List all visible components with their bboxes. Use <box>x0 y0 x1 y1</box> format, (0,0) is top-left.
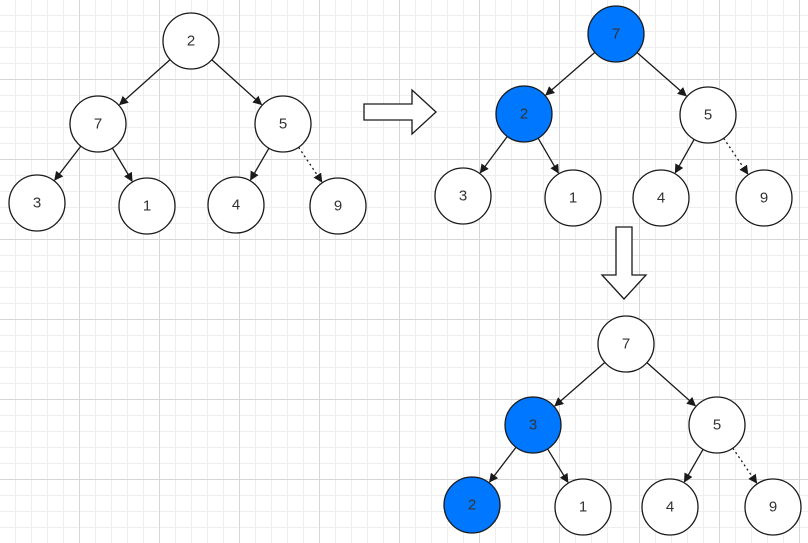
transition-arrows <box>363 88 648 300</box>
node-circle <box>587 5 645 63</box>
transition-arrow-down-icon <box>600 226 648 300</box>
edge-left-to-left-left <box>479 136 508 174</box>
node-circle <box>688 396 746 454</box>
node-value: 5 <box>279 116 287 133</box>
node-circle <box>544 169 602 227</box>
node-value: 7 <box>94 116 102 133</box>
node-circle <box>162 12 220 70</box>
node-circle <box>679 86 737 144</box>
tree-node-right: 5 <box>254 95 312 153</box>
node-value: 1 <box>579 499 587 516</box>
tree-node-right-left: 4 <box>632 169 690 227</box>
node-value: 4 <box>232 197 240 214</box>
tree-2: 7 2 5 3 1 4 9 <box>434 5 793 227</box>
tree-node-left: 7 <box>69 95 127 153</box>
tree-node-left-right: 1 <box>544 169 602 227</box>
edge-left-to-left-left <box>489 446 517 483</box>
node-circle <box>443 476 501 534</box>
edge-left-to-left-left <box>54 145 82 181</box>
edge-right-to-right-left <box>683 448 704 483</box>
node-value: 2 <box>468 497 476 514</box>
node-circle <box>735 169 793 227</box>
node-circle <box>309 177 367 235</box>
node-value: 5 <box>704 107 712 124</box>
edge-left-to-left-right <box>537 137 559 174</box>
edge-root-to-right <box>646 362 697 407</box>
edge-root-to-right <box>636 52 687 97</box>
node-value: 5 <box>713 417 721 434</box>
tree-node-left: 2 <box>495 85 553 143</box>
tree-node-root: 2 <box>162 12 220 70</box>
edge-right-to-right-left <box>249 147 270 181</box>
tree-node-left-right: 1 <box>554 478 612 536</box>
node-value: 7 <box>622 336 630 353</box>
node-circle <box>632 169 690 227</box>
node-circle <box>207 176 265 234</box>
node-value: 1 <box>143 198 151 215</box>
tree-node-left: 3 <box>504 396 562 454</box>
edge-left-to-left-right <box>111 147 133 182</box>
node-value: 9 <box>334 198 342 215</box>
node-value: 3 <box>459 188 467 205</box>
node-circle <box>641 478 699 536</box>
tree-node-right-right: 9 <box>309 177 367 235</box>
tree-1: 2 7 5 3 1 4 9 <box>8 12 367 235</box>
tree-node-left-left: 3 <box>434 167 492 225</box>
node-value: 7 <box>612 26 620 43</box>
tree-node-right-left: 4 <box>207 176 265 234</box>
trees: 2 7 5 3 1 4 9 7 2 5 3 1 4 9 7 3 5 2 1 4 9 <box>8 5 802 536</box>
tree-node-root: 7 <box>587 5 645 63</box>
edge-right-to-right-right <box>723 137 749 175</box>
edge-root-to-left <box>118 59 171 106</box>
tree-node-left-left: 3 <box>8 174 66 232</box>
edge-root-to-left <box>545 51 596 96</box>
node-circle <box>69 95 127 153</box>
edge-right-to-right-right <box>298 146 323 183</box>
tree-node-right: 5 <box>679 86 737 144</box>
node-circle <box>434 167 492 225</box>
node-value: 2 <box>187 33 195 50</box>
tree-node-root: 7 <box>597 315 655 373</box>
node-circle <box>495 85 553 143</box>
tree-node-left-right: 1 <box>118 177 176 235</box>
tree-node-right-right: 9 <box>744 478 802 536</box>
node-circle <box>8 174 66 232</box>
node-circle <box>254 95 312 153</box>
node-value: 9 <box>760 190 768 207</box>
edge-root-to-right <box>211 59 263 106</box>
node-circle <box>554 478 612 536</box>
edge-left-to-left-right <box>547 448 569 484</box>
node-value: 9 <box>769 499 777 516</box>
edge-right-to-right-left <box>674 139 695 174</box>
node-circle <box>597 315 655 373</box>
edge-root-to-left <box>554 361 606 407</box>
node-circle <box>744 478 802 536</box>
edge-right-to-right-right <box>732 447 758 484</box>
tree-node-left-left: 2 <box>443 476 501 534</box>
node-value: 3 <box>529 417 537 434</box>
node-circle <box>118 177 176 235</box>
transition-arrow-right-icon <box>363 88 437 136</box>
node-value: 3 <box>33 195 41 212</box>
tree-node-right-left: 4 <box>641 478 699 536</box>
node-value: 4 <box>666 499 674 516</box>
node-value: 1 <box>569 190 577 207</box>
node-value: 2 <box>520 106 528 123</box>
tree-node-right-right: 9 <box>735 169 793 227</box>
node-value: 4 <box>657 190 665 207</box>
tree-node-right: 5 <box>688 396 746 454</box>
tree-3: 7 3 5 2 1 4 9 <box>443 315 802 536</box>
node-circle <box>504 396 562 454</box>
